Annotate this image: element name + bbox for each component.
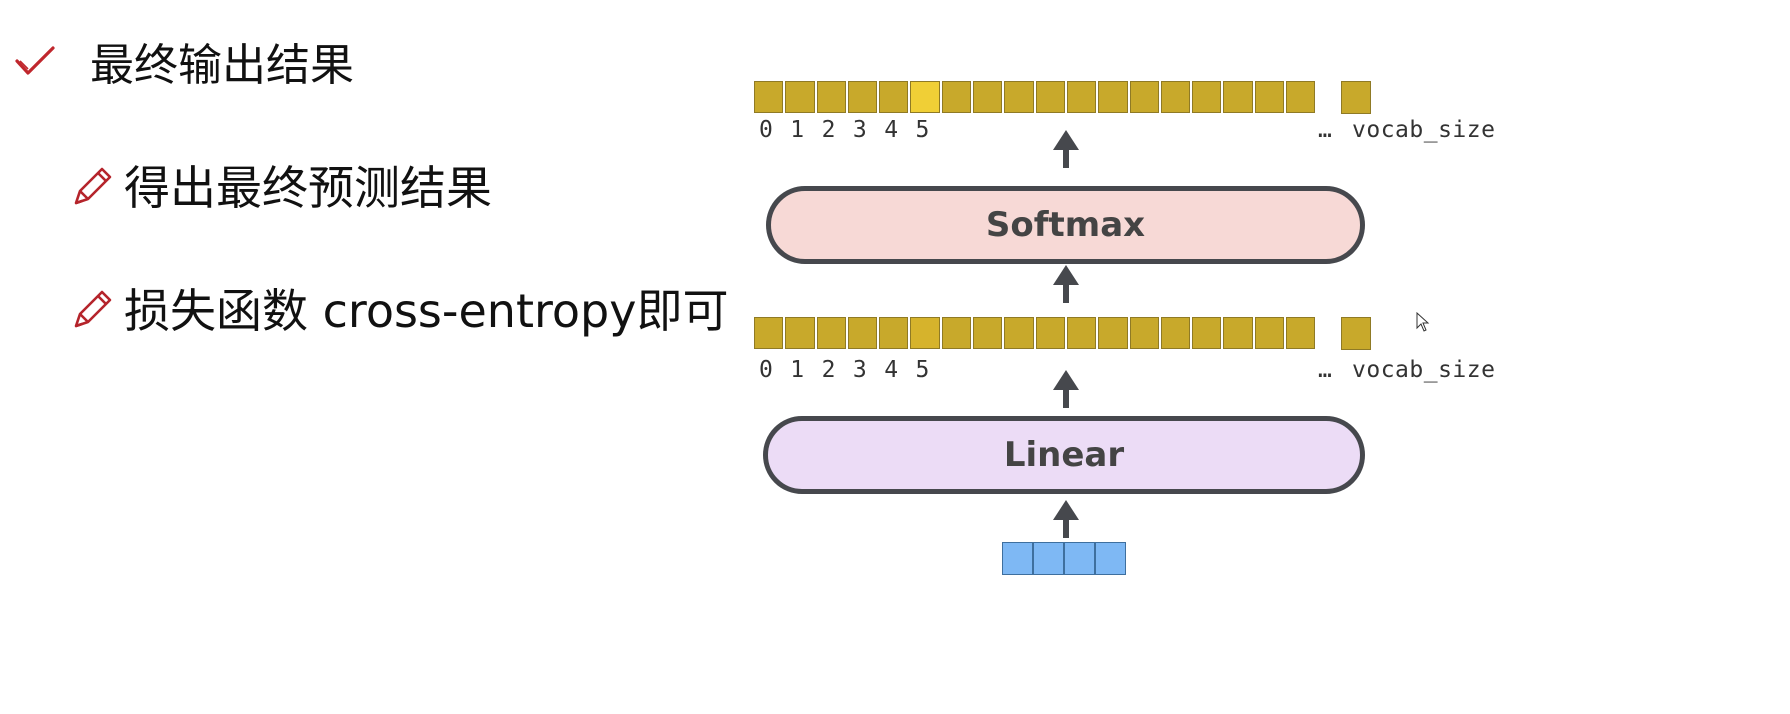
vector-index-label: 4 xyxy=(884,357,899,383)
linear-block: Linear xyxy=(763,416,1365,494)
vector-cell xyxy=(1223,81,1253,113)
input-vector-cell xyxy=(1095,542,1126,575)
decoder-output-vector xyxy=(1002,542,1126,576)
vector-index-label: 4 xyxy=(884,117,899,143)
vector-cell xyxy=(1254,81,1285,113)
vector-cell xyxy=(1160,317,1191,349)
top-vocab-size-label: vocab_size xyxy=(1352,117,1496,143)
input-vector-cell xyxy=(1064,542,1095,575)
bullet-main: 最终输出结果 xyxy=(14,38,354,91)
softmax-output-vector xyxy=(754,81,1317,115)
vector-cell xyxy=(1066,317,1097,349)
vector-cell xyxy=(973,81,1003,113)
input-vector-cell xyxy=(1033,542,1064,575)
vector-cell xyxy=(1254,317,1285,349)
vector-index-label: 5 xyxy=(915,117,930,143)
vector-index-label: 1 xyxy=(790,357,805,383)
vector-cell xyxy=(1098,81,1128,113)
softmax-block: Softmax xyxy=(766,186,1365,264)
vector-cell xyxy=(1066,81,1097,113)
vector-cell xyxy=(754,317,784,349)
bullet-main-text: 最终输出结果 xyxy=(90,40,354,91)
pencil-icon xyxy=(74,167,112,205)
mid-vocab-size-label: vocab_size xyxy=(1352,357,1496,383)
vector-cell xyxy=(816,81,846,113)
vector-cell xyxy=(1286,317,1316,349)
check-icon xyxy=(15,46,55,75)
vector-cell xyxy=(1129,317,1159,349)
up-arrow-icon xyxy=(1053,370,1079,408)
vector-index-label: 0 xyxy=(759,117,773,143)
vector-index-label: 1 xyxy=(790,117,805,143)
vector-index-label: 5 xyxy=(915,357,930,383)
bullet-sub-loss-text: 损失函数 cross-entropy即可 xyxy=(124,284,729,338)
vector-cell xyxy=(879,81,909,113)
vector-cell xyxy=(1035,81,1065,113)
mid-ellipsis: … xyxy=(1318,357,1332,383)
vector-cell xyxy=(1004,317,1034,349)
vector-index-label: 2 xyxy=(821,357,836,383)
bullet-sub-prediction-text: 得出最终预测结果 xyxy=(124,161,492,215)
vector-cell xyxy=(785,317,815,349)
vector-index-label: 3 xyxy=(852,357,867,383)
vector-index-label: 0 xyxy=(759,357,773,383)
vector-cell xyxy=(1098,317,1128,349)
vector-cell xyxy=(847,81,878,113)
vector-cell xyxy=(1192,317,1222,349)
softmax-label: Softmax xyxy=(985,205,1146,245)
vector-cell xyxy=(1129,81,1159,113)
bullet-sub-prediction: 得出最终预测结果 xyxy=(72,160,492,215)
vector-cell xyxy=(1160,81,1191,113)
vector-cell xyxy=(754,81,784,113)
up-arrow-icon xyxy=(1053,265,1079,303)
vector-cell xyxy=(1035,317,1065,349)
linear-output-last-cell xyxy=(1341,317,1371,350)
vector-cell xyxy=(1223,317,1253,349)
softmax-output-last-cell xyxy=(1341,81,1371,114)
vector-cell xyxy=(941,317,972,349)
vector-cell xyxy=(847,317,878,349)
vector-cell xyxy=(879,317,909,349)
mouse-cursor-icon xyxy=(1416,312,1430,332)
vector-cell xyxy=(910,81,940,113)
up-arrow-icon xyxy=(1053,130,1079,168)
linear-output-vector xyxy=(754,317,1317,351)
vector-cell xyxy=(1286,81,1316,113)
up-arrow-icon xyxy=(1053,500,1079,538)
bullet-sub-loss: 损失函数 cross-entropy即可 xyxy=(72,282,728,338)
vector-cell xyxy=(1004,81,1034,113)
pencil-icon xyxy=(74,290,112,328)
vector-cell xyxy=(785,81,815,113)
top-ellipsis: … xyxy=(1318,117,1332,143)
vector-cell xyxy=(973,317,1003,349)
vector-cell xyxy=(1192,81,1222,113)
input-vector-cell xyxy=(1002,542,1033,575)
vector-cell xyxy=(941,81,972,113)
vector-index-label: 2 xyxy=(821,117,836,143)
vector-cell xyxy=(816,317,846,349)
vector-index-label: 3 xyxy=(852,117,867,143)
linear-label: Linear xyxy=(1003,435,1125,475)
vector-cell xyxy=(910,317,940,349)
